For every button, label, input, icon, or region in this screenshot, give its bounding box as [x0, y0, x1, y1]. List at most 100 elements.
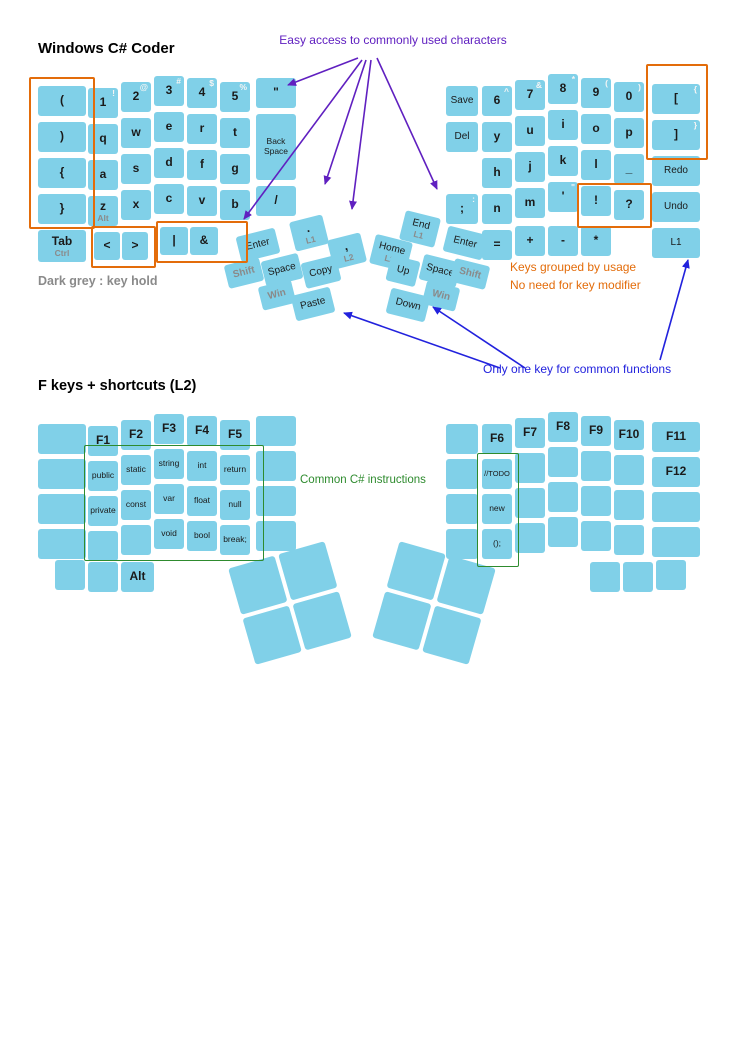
- key-shift-symbol: &: [535, 80, 542, 90]
- key-f2: F2: [121, 420, 151, 450]
- key-label: [: [674, 91, 678, 106]
- arrow-to-paste-key: [343, 311, 501, 369]
- key-greater-than: >: [122, 232, 148, 260]
- key-label: F10: [618, 427, 640, 442]
- key-label: F7: [522, 425, 537, 440]
- key-redo: Redo: [652, 156, 700, 186]
- key-blank: [446, 459, 478, 489]
- key-alt: Alt: [121, 562, 154, 592]
- key-label: ();: [492, 538, 502, 549]
- key-void: void: [154, 519, 184, 549]
- key-label: v: [198, 193, 206, 208]
- key-label: g: [231, 161, 239, 176]
- key-shift-symbol: ): [638, 82, 641, 92]
- key-7: &7: [515, 80, 545, 110]
- key-blank: [38, 424, 86, 454]
- key-comma-l2: ,L2: [326, 232, 368, 270]
- arrow-to-pipe-amp-keys: [243, 59, 363, 220]
- key-label: /: [274, 193, 278, 208]
- key-blank: [614, 525, 644, 555]
- key-label: F8: [555, 419, 570, 434]
- blue-arrows: [343, 259, 690, 369]
- key-close-brace: }: [38, 194, 86, 224]
- key-label: .: [304, 220, 311, 235]
- key-w: w: [121, 118, 151, 148]
- key-blank: [38, 459, 86, 489]
- arrow-to-down-key: [432, 306, 526, 369]
- key-var: var: [154, 484, 184, 514]
- key-label: s: [132, 161, 140, 176]
- key-label: w: [131, 125, 141, 140]
- key-static: static: [121, 455, 151, 485]
- key-label: void: [161, 528, 177, 539]
- arrow-to-l1-key: [659, 259, 690, 361]
- key-label: !: [594, 193, 598, 208]
- key-q: q: [88, 124, 118, 154]
- key-label: var: [163, 493, 175, 504]
- key-label: Del: [454, 131, 470, 143]
- key-label: L1: [670, 237, 682, 249]
- key-blank: [256, 486, 296, 516]
- key-blank: [422, 605, 482, 665]
- key-label: ,: [342, 238, 349, 253]
- key-label: int: [197, 460, 207, 471]
- key-label: <: [103, 238, 111, 253]
- key-label: F4: [194, 423, 209, 438]
- key-label: l: [594, 157, 598, 172]
- key-label: F12: [665, 464, 687, 479]
- key-8: *8: [548, 74, 578, 104]
- key-label: =: [493, 237, 501, 252]
- key-label: Space: [266, 261, 298, 279]
- key-return: return: [220, 455, 250, 485]
- key-break: break;: [220, 525, 250, 555]
- key-label: Redo: [664, 165, 688, 177]
- key-blank: [88, 531, 118, 561]
- key-label: Alt: [129, 569, 146, 584]
- key-space: Space: [260, 252, 304, 288]
- key-1: !1: [88, 88, 118, 118]
- key-f8: F8: [548, 412, 578, 442]
- key-apostrophe: "': [548, 182, 578, 212]
- annotation-easy-access: Easy access to commonly used characters: [279, 33, 507, 47]
- key-blank: [38, 494, 86, 524]
- arrow-to-period-key: [323, 59, 367, 185]
- key-blank: [256, 521, 296, 551]
- key-blank: [446, 424, 478, 454]
- green-highlight-box: [84, 445, 264, 561]
- key-label: new: [489, 503, 505, 514]
- key-null: null: [220, 490, 250, 520]
- key-label: 8: [559, 81, 567, 96]
- key-blank: [614, 455, 644, 485]
- key-blank: [515, 453, 545, 483]
- orange-highlight-box: [646, 64, 708, 160]
- key-s: s: [121, 154, 151, 184]
- key-blank: [515, 488, 545, 518]
- key-o: o: [581, 114, 611, 144]
- key-label: 0: [625, 89, 633, 104]
- key-f11: F11: [652, 422, 700, 452]
- key-blank: [581, 451, 611, 481]
- key-label: 4: [198, 85, 206, 100]
- key-label: Down: [394, 296, 422, 314]
- key-label: Space: [424, 262, 456, 280]
- key-label: y: [493, 129, 501, 144]
- key-label: F3: [161, 421, 176, 436]
- key-label: b: [231, 197, 239, 212]
- key-label: k: [559, 153, 567, 168]
- key-float: float: [187, 486, 217, 516]
- key-h: h: [482, 158, 512, 188]
- key-f9: F9: [581, 416, 611, 446]
- key-question: ?: [614, 190, 644, 220]
- key-label: F6: [489, 431, 504, 446]
- key-l1: L1: [652, 228, 700, 258]
- key-label: string: [158, 458, 180, 469]
- key-blank: [88, 562, 118, 592]
- key-label: &: [199, 233, 209, 248]
- key-label: Win: [266, 287, 288, 303]
- key-label: |: [172, 233, 176, 248]
- key-bool: bool: [187, 521, 217, 551]
- key-win: Win: [257, 279, 297, 311]
